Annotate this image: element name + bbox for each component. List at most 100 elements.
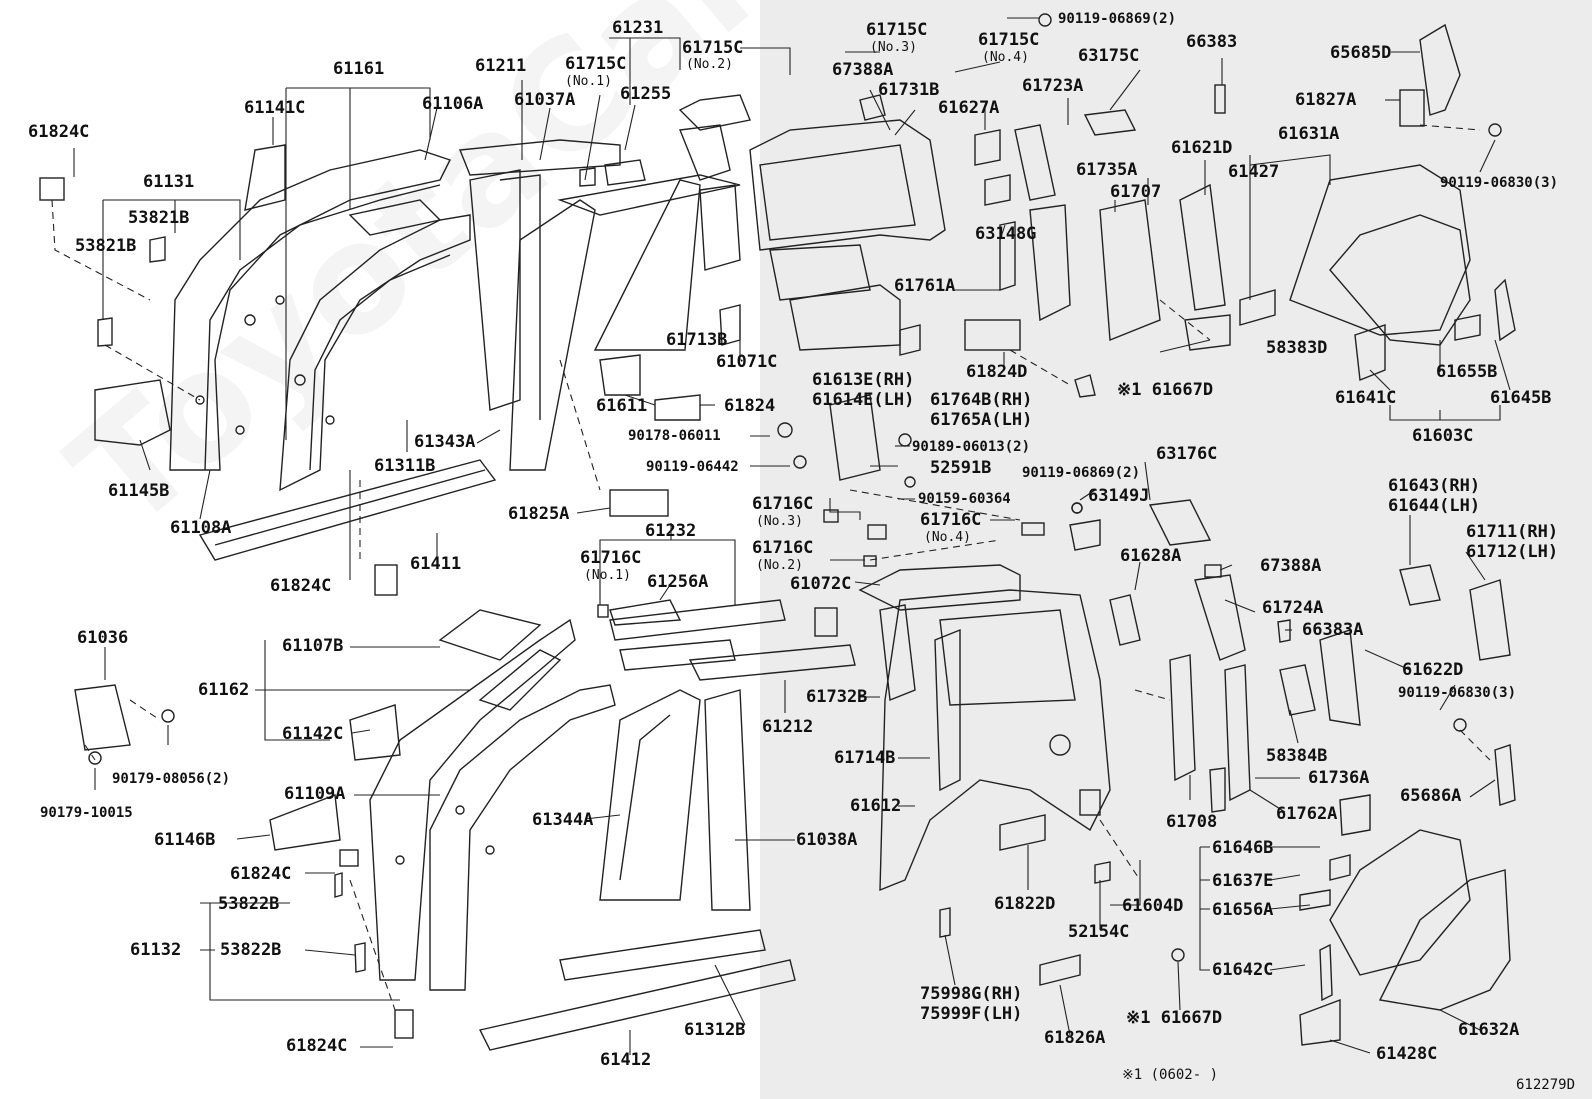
part-label-61072C: 61072C xyxy=(790,574,852,594)
part-label-75999F-lh: 75999F(LH) xyxy=(920,1004,1023,1024)
part-label-61603C: 61603C xyxy=(1412,426,1474,446)
part-label-61427: 61427 xyxy=(1228,162,1280,182)
lower-left-body-side xyxy=(74,599,856,1051)
part-note-716-no4: (No.4) xyxy=(924,530,971,545)
part-label-61411: 61411 xyxy=(410,554,462,574)
part-label-61037A: 61037A xyxy=(514,90,576,110)
part-label-53822B-a: 53822B xyxy=(218,894,280,914)
part-label-61723A: 61723A xyxy=(1022,76,1084,96)
part-label-61736A: 61736A xyxy=(1308,768,1370,788)
part-label-61716C-no2: 61716C xyxy=(752,538,814,558)
part-label-61715C-no2: 61715C xyxy=(682,38,744,58)
part-label-61038A: 61038A xyxy=(796,830,858,850)
part-label-61765A-lh: 61765A(LH) xyxy=(930,410,1033,430)
part-label-90179-10015: 90179-10015 xyxy=(40,805,133,821)
part-label-61822D: 61822D xyxy=(994,894,1056,914)
part-label-61708: 61708 xyxy=(1166,812,1218,832)
part-label-61628A: 61628A xyxy=(1120,546,1182,566)
part-label-63175C: 63175C xyxy=(1078,46,1140,66)
part-label-61735A: 61735A xyxy=(1076,160,1138,180)
part-label-61731B: 61731B xyxy=(878,80,940,100)
part-label-61824C-b: 61824C xyxy=(270,576,332,596)
part-label-61131: 61131 xyxy=(143,172,195,192)
part-label-61311B: 61311B xyxy=(374,456,436,476)
part-label-53821B-b: 53821B xyxy=(75,236,137,256)
part-label-61343A: 61343A xyxy=(414,432,476,452)
part-label-61714B: 61714B xyxy=(834,748,896,768)
part-label-90119-06869-mid: 90119-06869(2) xyxy=(1022,465,1141,481)
part-label-63149J: 63149J xyxy=(1088,486,1150,506)
part-label-61762A: 61762A xyxy=(1276,804,1338,824)
part-label-61711-rh: 61711(RH) xyxy=(1466,522,1559,542)
part-label-61613E-rh: 61613E(RH) xyxy=(812,370,915,390)
part-label-61824C-d: 61824C xyxy=(286,1036,348,1056)
leader-lines xyxy=(73,17,1511,1055)
part-label-61715C-no1: 61715C xyxy=(565,54,627,74)
right-shaded-panel xyxy=(760,0,1592,1099)
part-label-58383D: 58383D xyxy=(1266,338,1328,358)
part-label-63176C: 63176C xyxy=(1156,444,1218,464)
part-label-61646B: 61646B xyxy=(1212,838,1274,858)
part-note-no1: (No.1) xyxy=(565,74,612,89)
part-label-61712-lh: 61712(LH) xyxy=(1466,542,1559,562)
part-label-61644-lh: 61644(LH) xyxy=(1388,496,1481,516)
part-label-61637E: 61637E xyxy=(1212,871,1274,891)
part-label-61824C-a: 61824C xyxy=(28,122,90,142)
part-label-61146B: 61146B xyxy=(154,830,216,850)
part-label-61716C-no1: 61716C xyxy=(580,548,642,568)
part-label-52591B: 52591B xyxy=(930,458,992,478)
part-label-67388A-mid: 67388A xyxy=(1260,556,1322,576)
part-label-61645B: 61645B xyxy=(1490,388,1552,408)
part-label-61604D: 61604D xyxy=(1122,896,1184,916)
part-label-61231: 61231 xyxy=(612,18,664,38)
part-label-61256A: 61256A xyxy=(647,572,709,592)
diagram-id: 612279D xyxy=(1516,1077,1576,1093)
part-label-61621D: 61621D xyxy=(1171,138,1233,158)
part-label-61667D-top: ※1 61667D xyxy=(1117,380,1214,400)
footnote: ※1 (0602- ) xyxy=(1122,1067,1219,1083)
part-label-61141C: 61141C xyxy=(244,98,306,118)
part-label-61761A: 61761A xyxy=(894,276,956,296)
part-label-61655B: 61655B xyxy=(1436,362,1498,382)
part-label-66383A: 66383A xyxy=(1302,620,1364,640)
part-label-61612: 61612 xyxy=(850,796,902,816)
part-label-90159-60364: 90159-60364 xyxy=(918,491,1011,507)
part-label-61724A: 61724A xyxy=(1262,598,1324,618)
part-label-61656A: 61656A xyxy=(1212,900,1274,920)
part-label-61824C-c: 61824C xyxy=(230,864,292,884)
part-note-no3: (No.3) xyxy=(870,40,917,55)
part-label-61641C: 61641C xyxy=(1335,388,1397,408)
part-label-61132: 61132 xyxy=(130,940,182,960)
part-note-716-no2: (No.2) xyxy=(756,558,803,573)
part-note-716-no3: (No.3) xyxy=(756,514,803,529)
part-label-61109A: 61109A xyxy=(284,784,346,804)
part-label-61825A: 61825A xyxy=(508,504,570,524)
part-label-61614E-lh: 61614E(LH) xyxy=(812,390,915,410)
part-label-61232: 61232 xyxy=(645,521,697,541)
part-label-61162: 61162 xyxy=(198,680,250,700)
part-label-61622D: 61622D xyxy=(1402,660,1464,680)
part-label-61632A: 61632A xyxy=(1458,1020,1520,1040)
part-note-no2: (No.2) xyxy=(686,57,733,72)
part-label-61036: 61036 xyxy=(77,628,129,648)
part-label-61145B: 61145B xyxy=(108,481,170,501)
part-label-66383: 66383 xyxy=(1186,32,1238,52)
part-label-61631A: 61631A xyxy=(1278,124,1340,144)
part-label-61827A: 61827A xyxy=(1295,90,1357,110)
part-label-61627A: 61627A xyxy=(938,98,1000,118)
part-label-61642C: 61642C xyxy=(1212,960,1274,980)
part-label-61071C: 61071C xyxy=(716,352,778,372)
part-label-61824: 61824 xyxy=(724,396,776,416)
part-label-61344A: 61344A xyxy=(532,810,594,830)
part-label-61826A: 61826A xyxy=(1044,1028,1106,1048)
part-label-61713B: 61713B xyxy=(666,330,728,350)
part-label-75998G-rh: 75998G(RH) xyxy=(920,984,1023,1004)
part-label-61667D-bot: ※1 61667D xyxy=(1126,1008,1223,1028)
part-label-61715C-no3: 61715C xyxy=(866,20,928,40)
part-label-61716C-no4: 61716C xyxy=(920,510,982,530)
part-label-61108A: 61108A xyxy=(170,518,232,538)
upper-right-quarter xyxy=(678,13,1516,732)
part-label-52154C: 52154C xyxy=(1068,922,1130,942)
part-label-61732B: 61732B xyxy=(806,687,868,707)
part-label-61255: 61255 xyxy=(620,84,672,104)
